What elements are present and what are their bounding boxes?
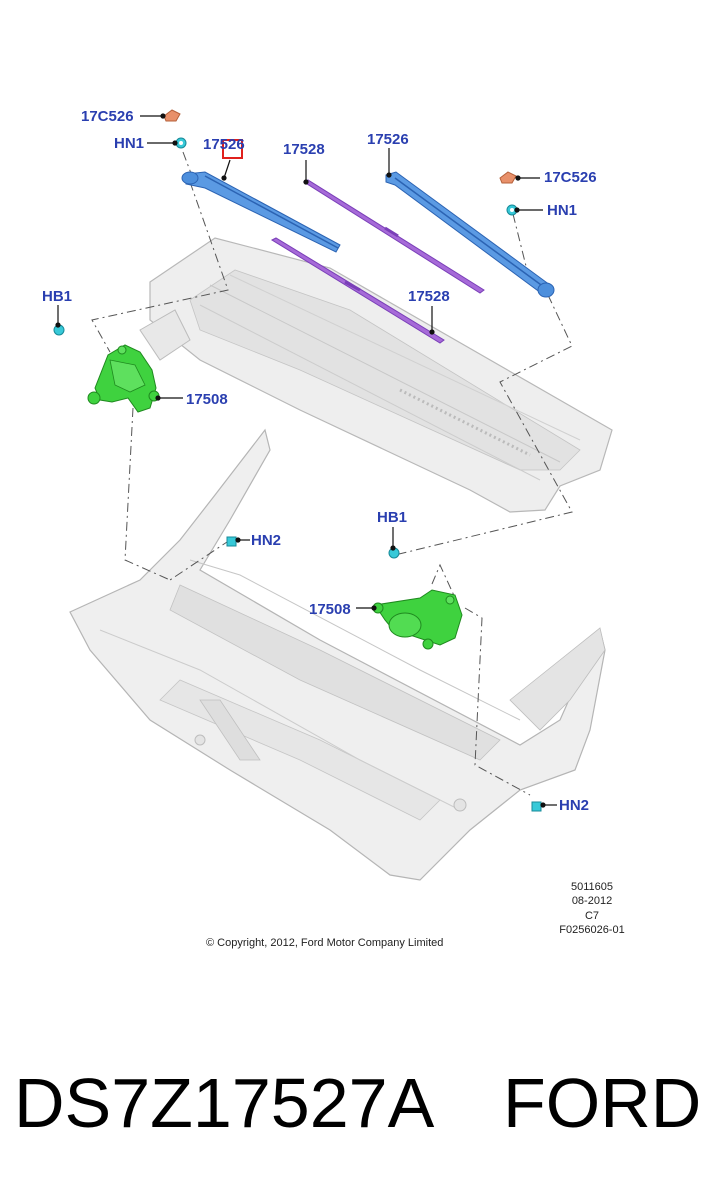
- cap-17c526-left: [163, 109, 181, 122]
- callout-hn1-right: HN1: [547, 202, 578, 219]
- callout-17526-right: 17526: [367, 131, 409, 148]
- meta-line-1: 5011605: [570, 881, 613, 893]
- nut-hn1-right: [506, 204, 518, 216]
- wiper-arm-right: [385, 171, 555, 298]
- part-number: DS7Z17527A: [14, 1064, 435, 1142]
- wiper-blade-lower: [270, 237, 445, 344]
- callout-leaders: [55, 113, 557, 808]
- meta-line-2: 08-2012: [571, 895, 613, 908]
- callout-17528-top: 17528: [283, 141, 325, 158]
- meta-line-4: F0256026-01: [559, 923, 625, 936]
- highlight-box: [222, 139, 243, 159]
- meta-line-3: C7: [584, 909, 600, 922]
- nut-hn2-right: [531, 801, 542, 812]
- callout-17508-left: 17508: [186, 391, 228, 408]
- brand-name: FORD: [503, 1064, 702, 1142]
- callout-17c526-left: 17C526: [81, 108, 134, 125]
- cowl-body-frame: [69, 428, 606, 881]
- callout-17508-right: 17508: [309, 601, 351, 618]
- callout-hn2-left: HN2: [251, 532, 282, 549]
- wiper-system-exploded-diagram: [53, 109, 613, 881]
- wiper-arm-left: [181, 171, 341, 253]
- cap-17c526-right: [499, 171, 517, 184]
- wiper-motor-left: [87, 344, 160, 413]
- cowl-panel-upper: [139, 237, 613, 513]
- illustration-meta: 5011605 08-2012 C7 F0256026-01: [552, 880, 632, 937]
- callout-17528-lower: 17528: [408, 288, 450, 305]
- callout-hb1-right: HB1: [377, 509, 408, 526]
- callout-17526-left: 17526: [203, 136, 245, 153]
- copyright-notice: © Copyright, 2012, Ford Motor Company Li…: [206, 937, 444, 949]
- callout-hb1-left: HB1: [42, 288, 73, 305]
- callout-hn1-left: HN1: [114, 135, 145, 152]
- nut-hn2-left: [226, 536, 237, 547]
- callout-hn2-right: HN2: [559, 797, 590, 814]
- callout-17c526-right: 17C526: [544, 169, 597, 186]
- wiper-motor-right: [372, 589, 463, 650]
